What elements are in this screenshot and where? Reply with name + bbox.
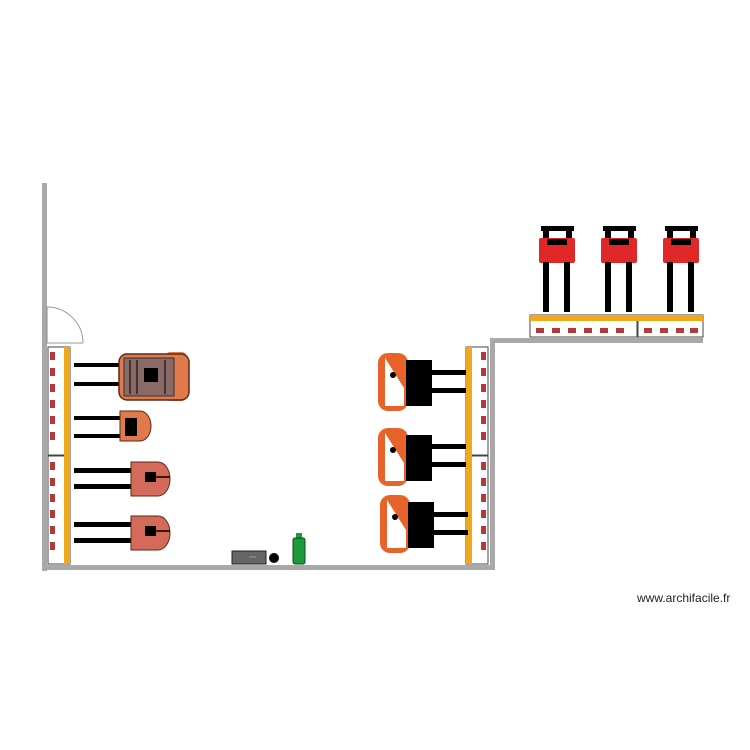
upper-right-wall: [490, 338, 703, 343]
fire-extinguisher: [292, 533, 306, 565]
watermark: www.archifacile.fr: [637, 591, 731, 605]
electric-forklift: [380, 495, 468, 553]
bin: [269, 553, 279, 563]
reach-truck: [74, 410, 152, 442]
pallet-truck: [74, 461, 171, 497]
left-rack-beam: [64, 347, 70, 564]
left-racking: [47, 346, 71, 565]
pallet-truck: [74, 515, 171, 551]
cabinet: [231, 550, 279, 565]
electric-forklift: [378, 353, 466, 411]
right-rack-beam: [466, 347, 472, 564]
right-racking: [465, 346, 489, 565]
door: [46, 306, 84, 344]
top-rack-beam: [530, 315, 703, 321]
counterbalance-forklift: [74, 352, 190, 401]
left-rack-pallets: [50, 352, 55, 550]
top-racking: [529, 314, 704, 338]
stacker: [539, 226, 575, 312]
stacker: [663, 226, 699, 312]
right-wall: [490, 338, 495, 570]
left-wall: [42, 183, 47, 571]
right-rack-pallets: [481, 352, 486, 550]
walls: [42, 183, 703, 571]
stacker: [601, 226, 637, 312]
bottom-wall: [42, 565, 495, 570]
top-rack-pallets: [536, 328, 698, 333]
electric-forklift: [378, 428, 466, 486]
